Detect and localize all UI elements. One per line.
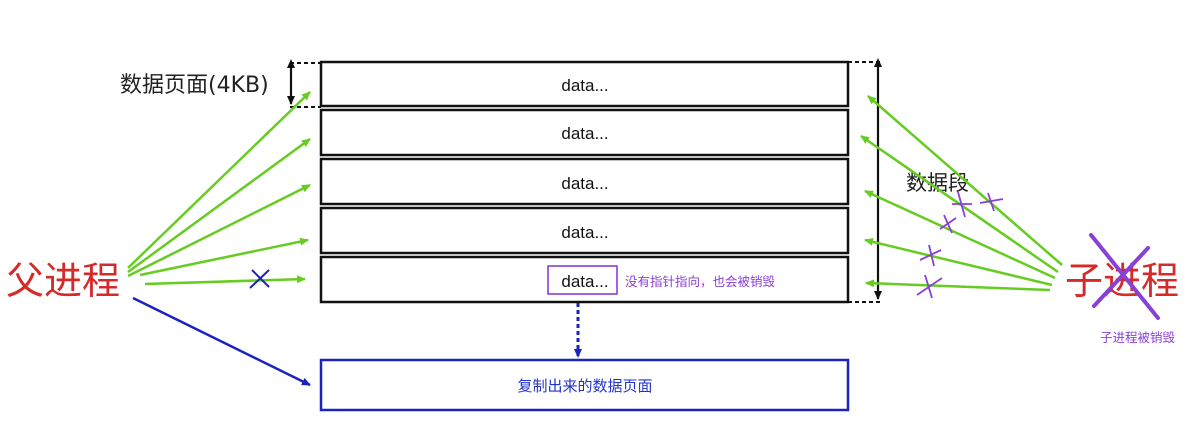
- child-destroyed-note: 子进程被销毁: [1100, 330, 1176, 345]
- child-pointers: [860, 95, 1063, 299]
- page-size-label: 数据页面(4KB): [120, 73, 269, 98]
- data-page-label: data...: [561, 76, 608, 95]
- child-process-label: 子进程: [1065, 259, 1179, 303]
- child-pointer-arrow: [864, 237, 1053, 287]
- destroyed-cross-icon: [1089, 233, 1160, 320]
- data-page-label: data...: [561, 174, 608, 193]
- highlight-box: [547, 265, 618, 295]
- child-pointer-arrow: [867, 95, 1063, 266]
- parent-pointers: [127, 91, 311, 289]
- parent-pointer-arrow: [127, 137, 311, 274]
- cross-mark-icon: [939, 214, 957, 234]
- cross-mark-icon: [952, 191, 972, 218]
- parent-pointer-arrow-redirected: [144, 275, 306, 286]
- data-page: data...: [319, 60, 850, 108]
- parent-process-label: 父进程: [6, 259, 120, 303]
- segment-dimension: 数据段: [848, 58, 969, 303]
- parent-pointer-arrow: [139, 237, 309, 277]
- cross-mark-icon: [919, 244, 942, 267]
- cross-mark-icon: [979, 192, 1004, 212]
- copied-page-label: 复制出来的数据页面: [517, 377, 652, 395]
- parent-pointer-arrow: [127, 91, 311, 269]
- parent-pointer-arrow: [127, 183, 311, 278]
- parent-to-copy-arrow: [132, 296, 311, 387]
- orphan-note: 没有指针指向，也会被销毁: [625, 274, 776, 289]
- page-size-dimension: 数据页面(4KB): [120, 59, 321, 108]
- data-page-orphaned: data... 没有指针指向，也会被销毁: [319, 255, 850, 304]
- data-page: data...: [319, 157, 850, 206]
- copied-page: 复制出来的数据页面: [319, 358, 850, 412]
- data-page-label: data...: [561, 223, 608, 242]
- cross-mark-icon: [916, 274, 943, 299]
- data-page-label: data...: [561, 124, 608, 143]
- child-pointer-arrow: [865, 279, 1051, 292]
- data-page-label: data...: [561, 272, 608, 291]
- data-page: data...: [319, 108, 850, 157]
- child-pointer-arrow: [864, 189, 1056, 280]
- cross-mark-icon: [249, 269, 270, 289]
- data-segment: data... data... data... data... data... …: [319, 60, 850, 304]
- data-page: data...: [319, 206, 850, 255]
